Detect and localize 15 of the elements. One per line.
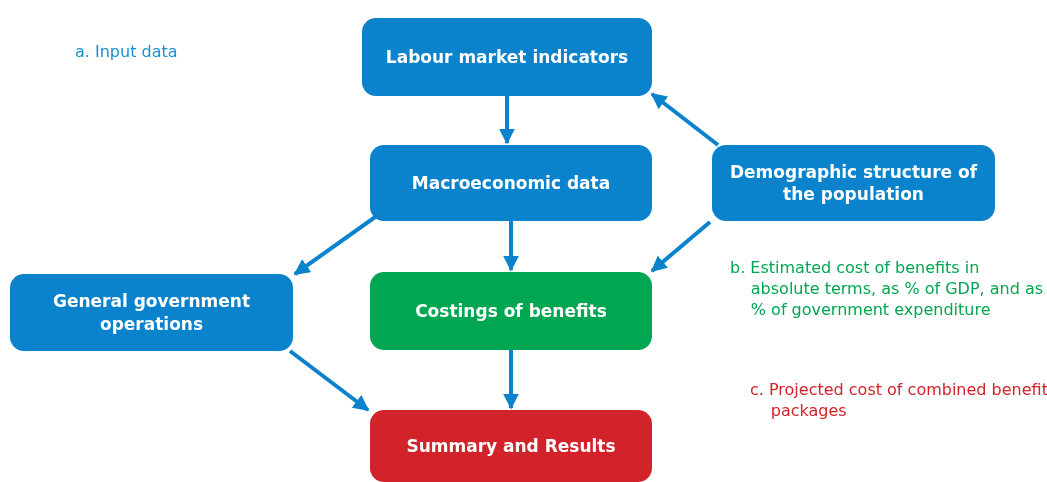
arrow — [288, 349, 370, 412]
arrow — [650, 220, 712, 273]
process-box: Summary and Results — [370, 410, 652, 482]
note-text: c. Projected cost of combined benefit packages — [750, 380, 1047, 422]
process-box: Labour market indicators — [362, 18, 652, 96]
process-box: Macroeconomic data — [370, 145, 652, 221]
arrow — [650, 92, 720, 147]
arrow — [503, 350, 519, 410]
process-box: Demographic structure of the population — [712, 145, 995, 221]
arrow — [503, 221, 519, 272]
note-text: a. Input data — [75, 42, 179, 63]
note-text: b. Estimated cost of benefits in absolute terms, as % of GDP, and as % of government expenditure — [730, 258, 1045, 321]
process-box: General government operations — [10, 274, 293, 351]
process-box: Costings of benefits — [370, 272, 652, 350]
arrow — [499, 96, 515, 145]
